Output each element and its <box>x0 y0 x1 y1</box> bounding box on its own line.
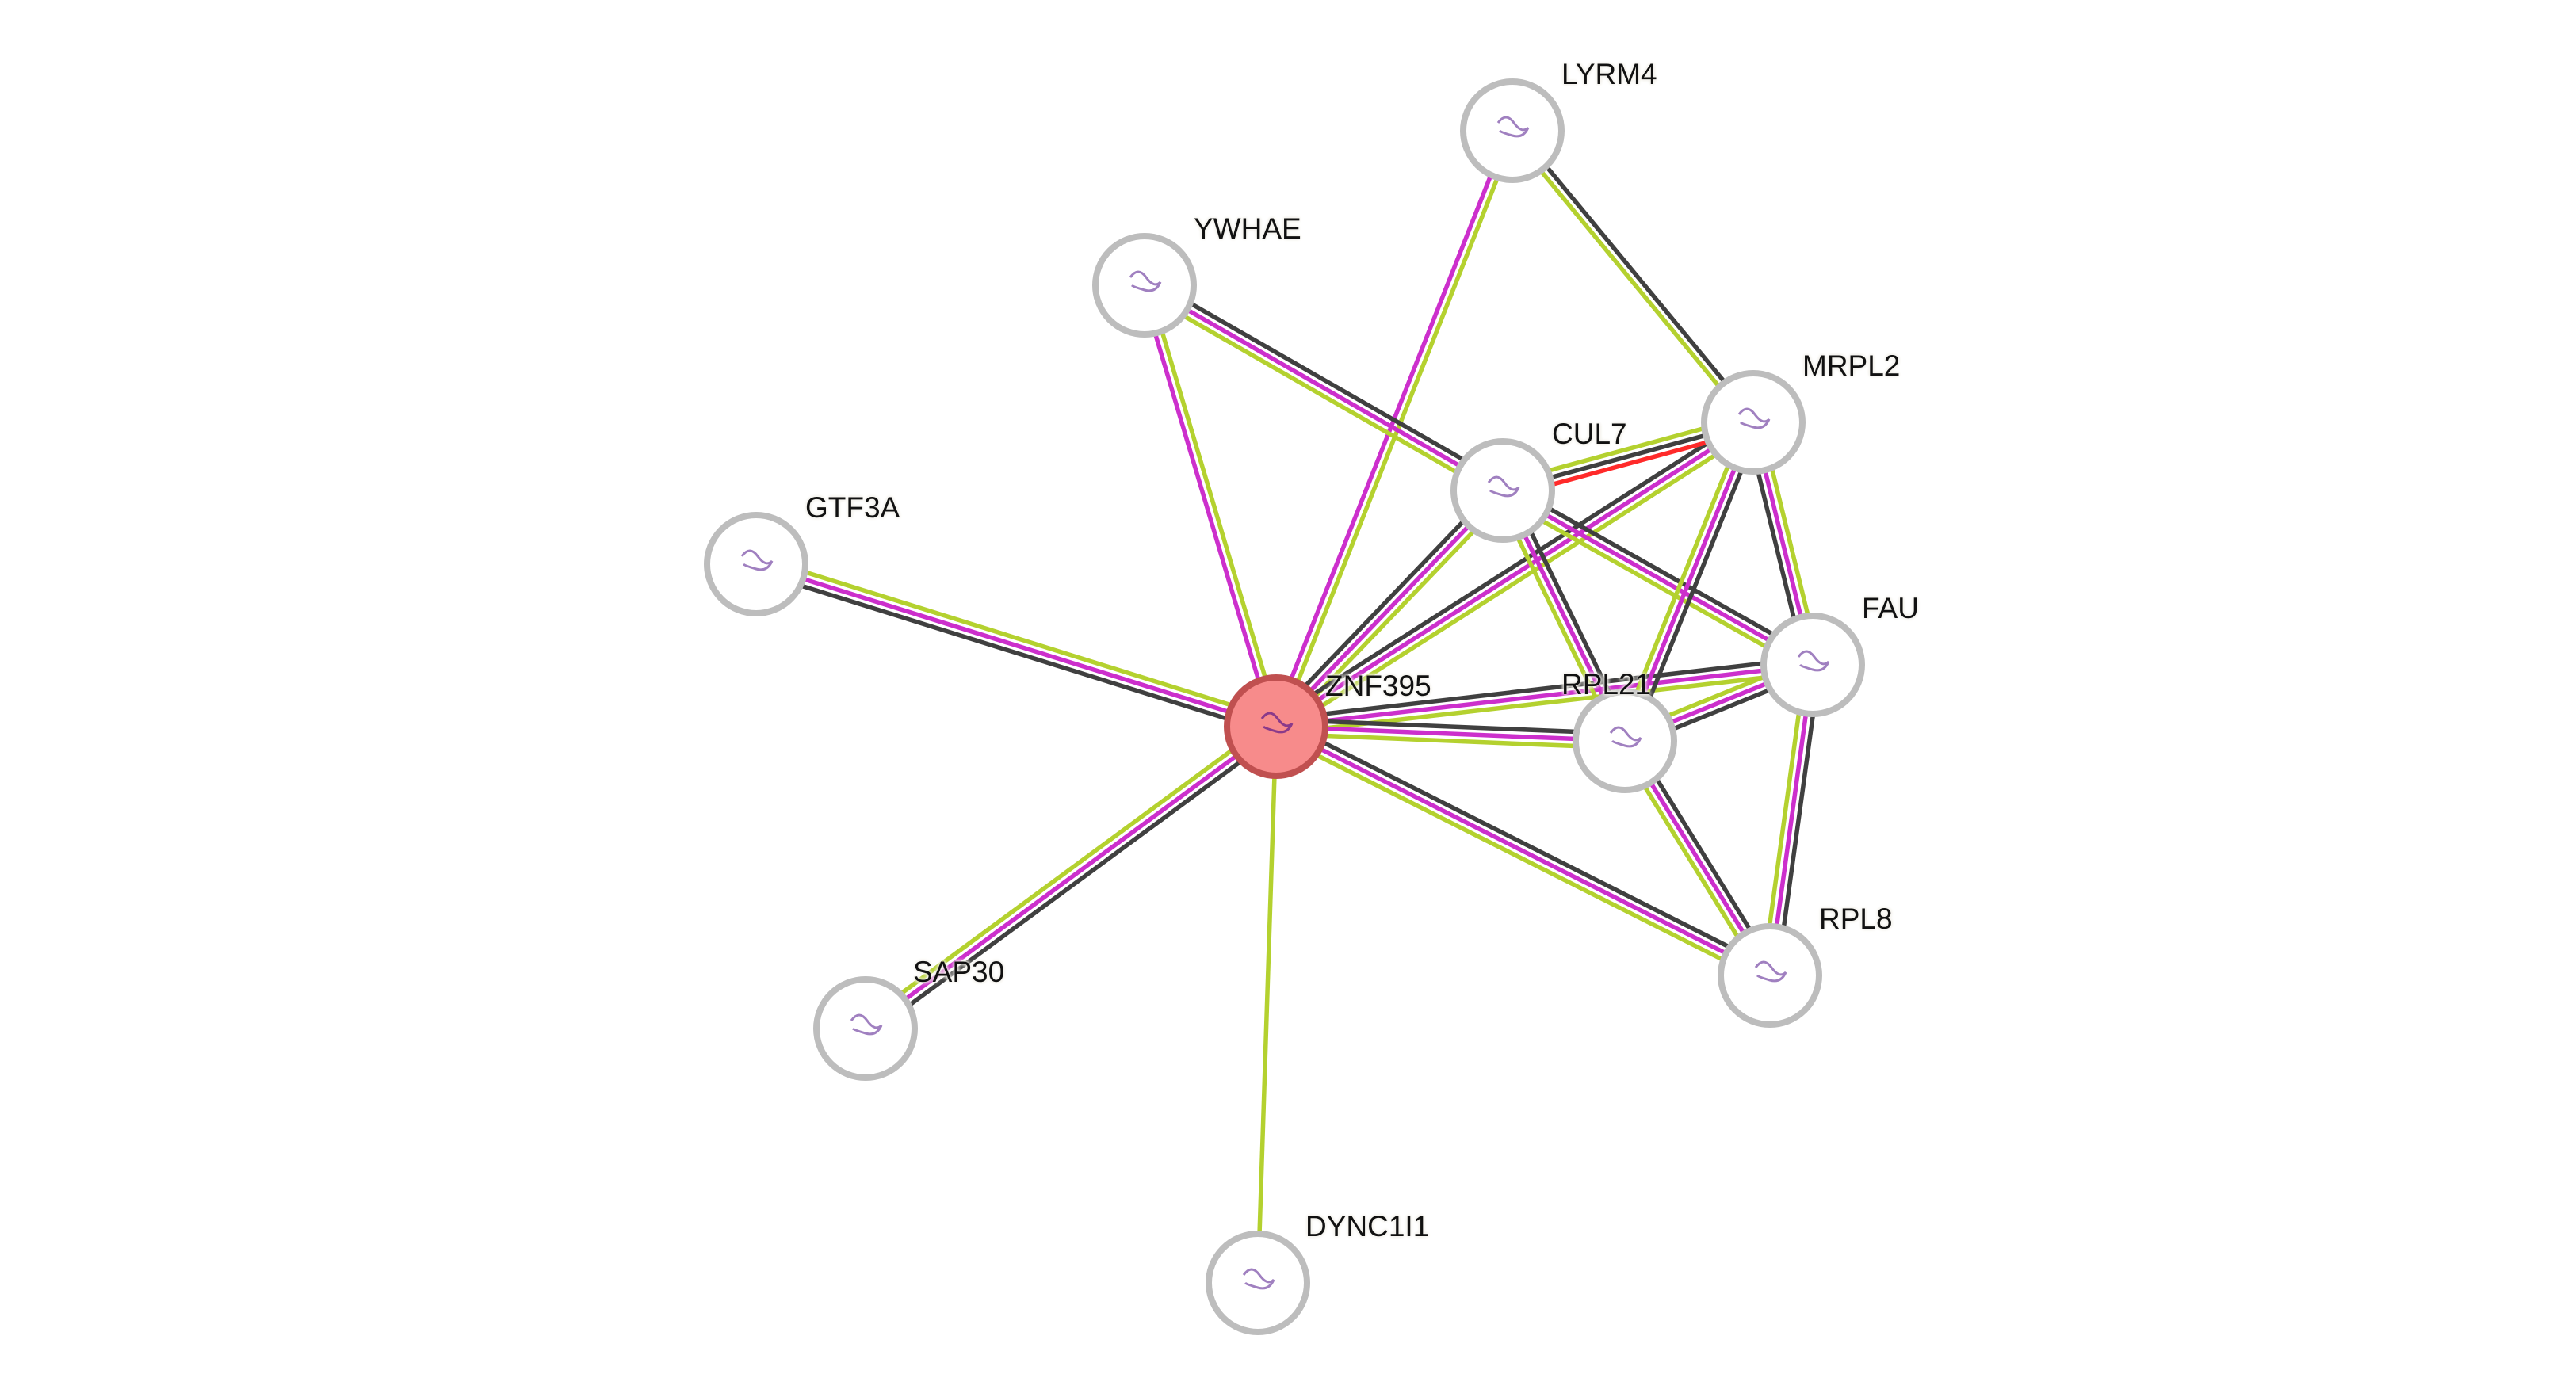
edge-line-textmining <box>1139 285 1275 729</box>
node-label: FAU <box>1862 592 1919 624</box>
edge-znf395-dync1i1[interactable] <box>1256 726 1278 1284</box>
node-ywhae[interactable] <box>1092 233 1197 338</box>
edge-lyrm4-mrpl2[interactable] <box>1508 127 1758 426</box>
edge-line-textmining <box>1275 662 1814 729</box>
edge-znf395-rpl21[interactable] <box>1275 717 1626 750</box>
node-label: CUL7 <box>1552 418 1627 450</box>
edge-line-database <box>860 719 1274 1025</box>
node-circle <box>1718 923 1822 1028</box>
edge-line-coexpression <box>753 568 1275 736</box>
protein-structure-icon <box>1737 407 1771 429</box>
node-label: MRPL2 <box>1802 349 1901 382</box>
edge-line-coexpression <box>1278 718 1775 971</box>
protein-structure-icon <box>1242 1268 1275 1290</box>
node-znf395[interactable] <box>1224 674 1328 779</box>
node-label: RPL21 <box>1561 668 1652 700</box>
node-label: ZNF395 <box>1325 670 1431 702</box>
edge-line-textmining <box>864 724 1278 1031</box>
node-label: DYNC1I1 <box>1305 1210 1430 1242</box>
edge-line-coexpression <box>1276 717 1626 736</box>
edge-line-coexpression <box>1775 665 1822 977</box>
edge-line-database <box>1275 731 1625 750</box>
edge-line-database <box>1760 663 1808 975</box>
node-circle <box>704 512 808 616</box>
protein-structure-icon <box>850 1013 883 1036</box>
node-label: YWHAE <box>1194 212 1301 245</box>
edge-line-database <box>1278 426 1759 735</box>
node-label: RPL8 <box>1819 903 1893 935</box>
node-circle <box>1701 370 1806 475</box>
node-circle <box>1206 1231 1310 1335</box>
edge-line-textmining <box>1275 420 1755 729</box>
edge-line-textmining <box>1143 283 1504 493</box>
protein-structure-icon <box>1260 712 1294 734</box>
edge-line-database <box>1256 726 1278 1284</box>
protein-structure-icon <box>1754 960 1787 983</box>
node-circle <box>813 976 918 1081</box>
node-circle <box>1450 438 1555 543</box>
edge-line-database <box>1616 418 1749 739</box>
edge-znf395-rpl8[interactable] <box>1271 718 1775 984</box>
node-label: SAP30 <box>913 956 1005 988</box>
edge-line-database <box>1498 494 1810 674</box>
edge-line-database <box>757 555 1279 723</box>
node-circle <box>1573 689 1677 793</box>
node-lyrm4[interactable] <box>1460 78 1565 183</box>
edge-znf395-gtf3a[interactable] <box>753 555 1279 736</box>
edge-line-textmining <box>1275 724 1771 978</box>
edge-line-textmining <box>755 562 1277 729</box>
edge-line-textmining <box>1275 489 1504 728</box>
node-fau[interactable] <box>1760 613 1865 717</box>
protein-structure-icon <box>1487 475 1520 498</box>
edge-ywhae-cul7[interactable] <box>1140 277 1508 499</box>
node-mrpl2[interactable] <box>1701 370 1806 475</box>
edge-line-coexpression <box>1271 414 1751 723</box>
edge-line-textmining <box>1501 488 1814 667</box>
protein-structure-icon <box>740 549 774 571</box>
edge-znf395-mrpl2[interactable] <box>1271 414 1759 735</box>
node-label: LYRM4 <box>1561 58 1657 90</box>
node-cul7[interactable] <box>1450 438 1555 543</box>
edge-line-coexpression <box>1269 483 1500 723</box>
node-rpl21[interactable] <box>1573 689 1677 793</box>
edge-line-textmining <box>1622 421 1756 742</box>
protein-structure-icon <box>1797 650 1830 672</box>
node-circle <box>1224 674 1328 779</box>
edge-line-coexpression <box>868 731 1282 1036</box>
node-rpl8[interactable] <box>1718 923 1822 1028</box>
edge-mrpl2-rpl21[interactable] <box>1616 418 1762 745</box>
node-circle <box>1460 78 1565 183</box>
edge-line-coexpression <box>1275 655 1813 722</box>
edge-line-database <box>1140 289 1500 499</box>
edge-line-database <box>1271 731 1768 984</box>
node-sap30[interactable] <box>813 976 918 1081</box>
edge-cul7-fau[interactable] <box>1498 482 1817 674</box>
edge-line-coexpression <box>1147 277 1508 487</box>
edge-line-coexpression <box>1629 424 1762 745</box>
edge-line-coexpression <box>1505 482 1817 661</box>
edge-line-database <box>1508 132 1752 426</box>
node-circle <box>1760 613 1865 717</box>
protein-structure-icon <box>1496 116 1530 138</box>
edge-znf395-sap30[interactable] <box>860 719 1282 1036</box>
edge-line-database <box>1145 283 1282 727</box>
edge-znf395-ywhae[interactable] <box>1139 283 1282 729</box>
node-label: GTF3A <box>805 491 900 524</box>
edge-line-coexpression <box>1513 127 1758 422</box>
edge-line-textmining <box>1275 724 1626 743</box>
protein-structure-icon <box>1129 270 1162 292</box>
node-dync1i1[interactable] <box>1206 1231 1310 1335</box>
protein-structure-icon <box>1609 726 1642 748</box>
node-gtf3a[interactable] <box>704 512 808 616</box>
node-circle <box>1092 233 1197 338</box>
